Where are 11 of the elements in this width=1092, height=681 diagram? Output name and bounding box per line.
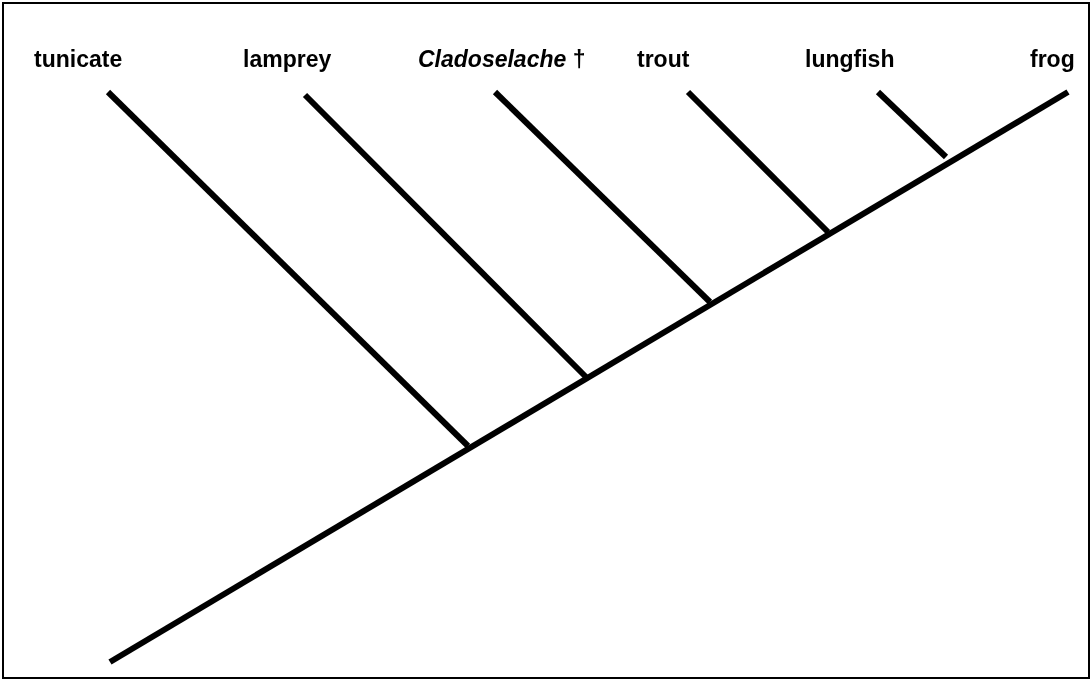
taxon-label: trout: [637, 46, 690, 72]
branch-line: [685, 89, 831, 235]
branch-line: [875, 89, 949, 160]
taxon-label: lamprey: [243, 46, 332, 72]
taxon-label: Cladoselache †: [418, 46, 586, 72]
taxon-label: frog: [1030, 46, 1075, 72]
taxon-label: lungfish: [805, 46, 895, 72]
branch-line: [108, 89, 1070, 665]
taxon-label: tunicate: [34, 46, 123, 72]
branch-line: [105, 89, 471, 449]
branch-line: [492, 89, 713, 305]
